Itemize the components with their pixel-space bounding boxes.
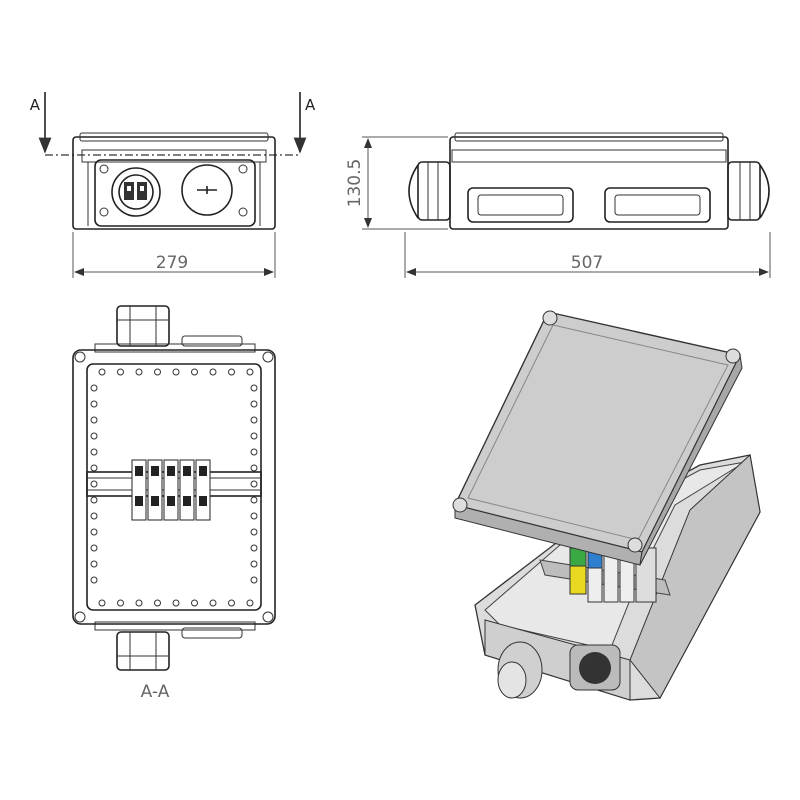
side-view: 130.5 507 bbox=[345, 132, 771, 278]
bottom-cable-gland bbox=[116, 631, 170, 671]
boss-hole bbox=[98, 368, 106, 376]
boss-hole bbox=[90, 448, 98, 456]
side-cover-plate bbox=[604, 187, 711, 223]
side-cable-gland-left bbox=[408, 161, 451, 221]
dimension-label-length: 507 bbox=[571, 253, 603, 273]
boss-hole bbox=[154, 368, 161, 376]
boss-hole bbox=[250, 400, 258, 408]
enclosure-front bbox=[72, 136, 276, 230]
boss-hole bbox=[90, 576, 98, 584]
boss-hole bbox=[250, 560, 258, 568]
boss-hole bbox=[250, 416, 258, 424]
boss-hole bbox=[250, 384, 258, 392]
boss-hole bbox=[98, 599, 106, 607]
side-cover-plate bbox=[467, 187, 574, 223]
boss-hole bbox=[250, 448, 258, 456]
boss-hole bbox=[117, 368, 124, 376]
boss-hole bbox=[90, 544, 98, 552]
boss-hole bbox=[135, 368, 143, 376]
boss-hole bbox=[135, 599, 143, 607]
boss-hole bbox=[228, 599, 235, 607]
boss-hole bbox=[250, 512, 258, 520]
boss-hole bbox=[191, 368, 198, 376]
boss-hole bbox=[90, 480, 98, 488]
enclosure-section bbox=[72, 349, 276, 625]
boss-hole bbox=[191, 599, 198, 607]
lid-edge bbox=[81, 149, 267, 163]
boss-hole bbox=[209, 599, 217, 607]
boss-hole bbox=[228, 368, 235, 376]
top-cable-gland bbox=[116, 305, 170, 347]
boss-hole bbox=[90, 560, 98, 568]
boss-hole bbox=[90, 464, 98, 472]
boss-hole bbox=[250, 544, 258, 552]
side-cable-gland-right bbox=[727, 161, 770, 221]
isometric-view bbox=[452, 310, 761, 701]
boss-hole bbox=[90, 432, 98, 440]
boss-hole bbox=[250, 480, 258, 488]
boss-hole bbox=[250, 576, 258, 584]
section-label-left: A bbox=[30, 96, 41, 114]
mounting-bosses bbox=[90, 368, 258, 607]
boss-hole bbox=[90, 416, 98, 424]
boss-hole bbox=[90, 400, 98, 408]
boss-hole bbox=[90, 528, 98, 536]
front-view: A A 279 bbox=[30, 92, 316, 278]
boss-hole bbox=[172, 368, 180, 376]
terminal-blocks bbox=[131, 459, 211, 521]
terminal-yellow bbox=[569, 565, 587, 595]
boss-hole bbox=[250, 496, 258, 504]
boss-hole bbox=[90, 496, 98, 504]
boss-hole bbox=[90, 384, 98, 392]
boss-hole bbox=[246, 599, 254, 607]
boss-hole bbox=[250, 432, 258, 440]
section-view: A-A bbox=[72, 305, 276, 702]
boss-hole bbox=[154, 599, 161, 607]
cable-gland-icon bbox=[111, 167, 161, 217]
boss-hole bbox=[250, 464, 258, 472]
boss-hole bbox=[90, 512, 98, 520]
dimension-label-height: 130.5 bbox=[345, 159, 365, 208]
boss-hole bbox=[250, 528, 258, 536]
boss-hole bbox=[209, 368, 217, 376]
gland-plate bbox=[94, 159, 256, 227]
boss-hole bbox=[172, 599, 180, 607]
dimension-label-width: 279 bbox=[156, 253, 188, 273]
section-label-right: A bbox=[305, 96, 316, 114]
boss-hole bbox=[246, 368, 254, 376]
section-title: A-A bbox=[141, 682, 170, 702]
blanking-plug-icon bbox=[181, 164, 233, 216]
boss-hole bbox=[117, 599, 124, 607]
